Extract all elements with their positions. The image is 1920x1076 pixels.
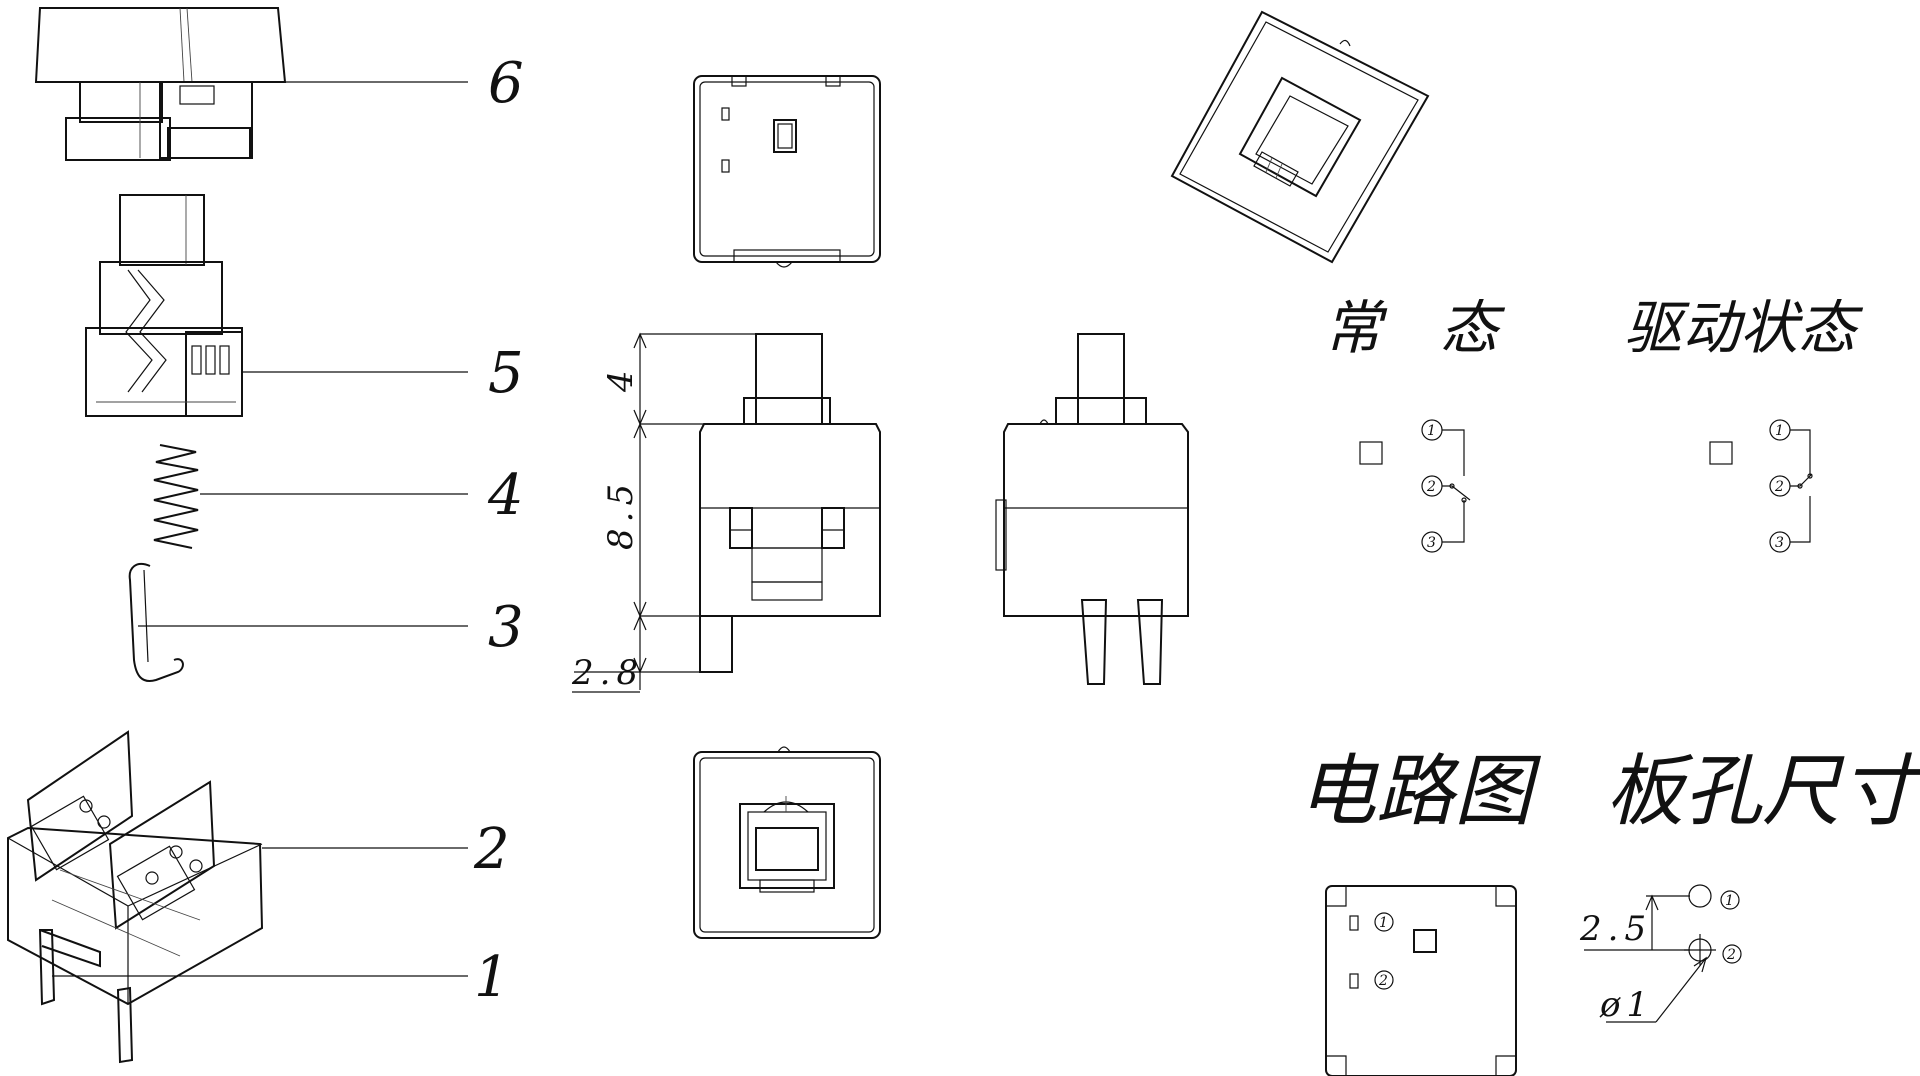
part-label-6: 6 [488, 51, 524, 116]
dim-hole-pitch: 2.5 [1579, 909, 1652, 949]
dim-plunger-height: 4 [601, 364, 641, 393]
schematic-normal: 1 2 3 [1359, 419, 1471, 553]
schematic-actuated: 1 2 3 [1709, 419, 1813, 553]
part-label-3: 3 [488, 595, 524, 660]
part-label-5: 5 [488, 341, 524, 406]
panel-hole-diagram: 1 2 2.5 ø1 [1579, 884, 1742, 1025]
part-label-2: 2 [473, 817, 510, 882]
heading-actuated-state: 驱动状态 [1624, 294, 1864, 362]
part-5-slider [85, 194, 243, 417]
exploded-view: 6 5 4 3 [7, 7, 524, 1064]
isometric-top-view [1170, 10, 1430, 264]
part-label-4: 4 [487, 463, 524, 528]
heading-panel-hole-size: 板孔尺寸 [1606, 747, 1920, 837]
heading-normal-state: 常 态 [1324, 294, 1506, 362]
pin-actuated-3: 3 [1775, 535, 1784, 551]
pin-hole-1: 1 [1725, 893, 1734, 909]
footprint-diagram: 1 2 [1325, 885, 1517, 1076]
front-view [574, 333, 881, 673]
side-view [995, 333, 1189, 685]
pin-normal-2: 2 [1426, 479, 1436, 495]
part-6-cap [34, 7, 287, 161]
part-2-housing [7, 730, 264, 1006]
part-4-spring [153, 444, 199, 549]
pin-footprint-2: 2 [1378, 973, 1388, 989]
pin-footprint-1: 1 [1379, 915, 1388, 931]
pin-actuated-2: 2 [1774, 479, 1784, 495]
dim-hole-diameter: ø1 [1599, 985, 1654, 1025]
dimension-lines: 4 8.5 2.8 [571, 332, 647, 693]
heading-circuit-diagram: 电路图 [1298, 747, 1542, 837]
dim-body-height: 8.5 [601, 478, 641, 550]
pin-hole-2: 2 [1726, 947, 1736, 963]
part-1-terminals [38, 929, 134, 1064]
pin-normal-3: 3 [1427, 535, 1436, 551]
pin-actuated-1: 1 [1775, 423, 1784, 439]
top-view [693, 75, 881, 268]
part-3-wire-contact [128, 562, 184, 682]
bottom-view [693, 746, 881, 939]
dim-pin-length: 2.8 [571, 653, 644, 693]
part-label-1: 1 [474, 945, 510, 1010]
pin-normal-1: 1 [1427, 423, 1436, 439]
